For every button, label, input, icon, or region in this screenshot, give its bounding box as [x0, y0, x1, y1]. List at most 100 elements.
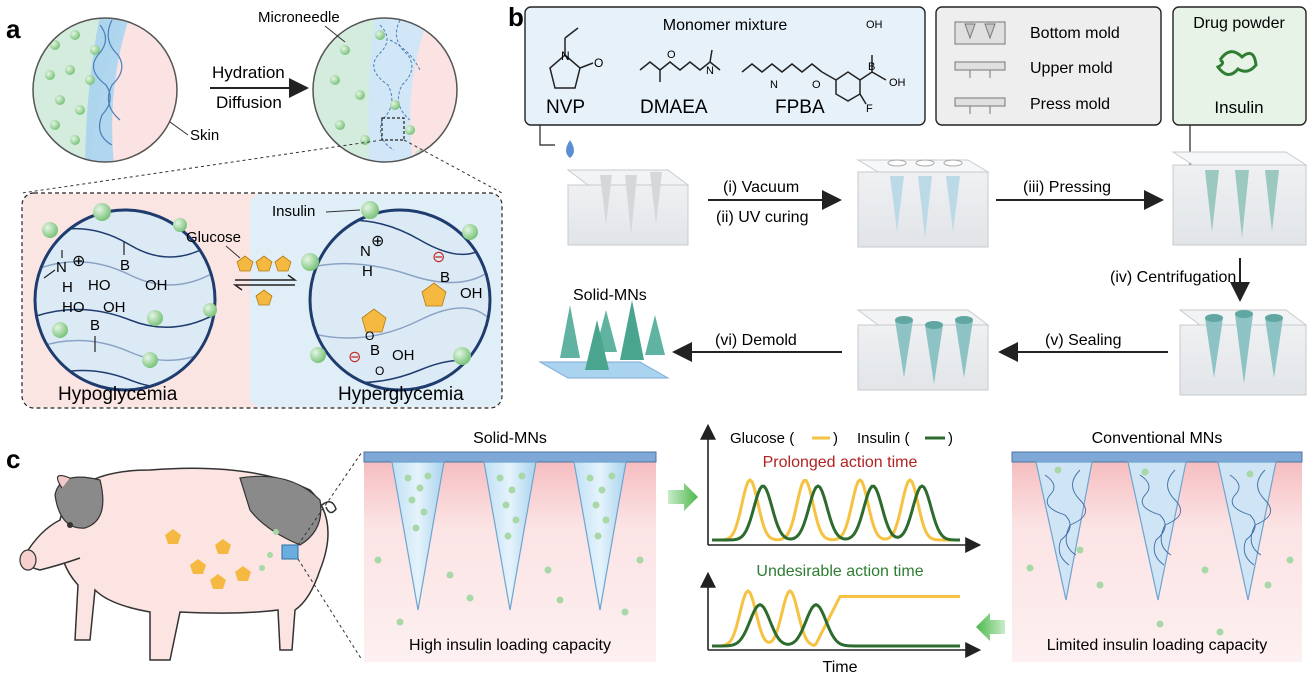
- svg-text:⊕: ⊕: [371, 233, 384, 250]
- mold-stage-5: [856, 309, 990, 391]
- svg-text:HO: HO: [88, 277, 111, 294]
- dmaea-structure: [639, 49, 721, 82]
- svg-text:N: N: [360, 243, 371, 260]
- solid-mns-label-b: Solid-MNs: [573, 287, 647, 304]
- legend-glucose: Glucose (: [730, 430, 794, 447]
- arrow-to-chart-bottom: [976, 613, 1005, 641]
- mold-press-label: Press mold: [1030, 96, 1110, 113]
- mold-upper-label: Upper mold: [1030, 60, 1113, 77]
- conventional-mns-title: Conventional MNs: [1092, 430, 1223, 447]
- svg-text:B: B: [120, 257, 130, 274]
- conventional-mns-caption: Limited insulin loading capacity: [1047, 637, 1268, 654]
- panel-label-b: b: [508, 2, 524, 32]
- dmaea-n: N: [706, 65, 714, 77]
- insulin-label: Insulin: [272, 203, 315, 220]
- legend-insulin: Insulin (: [857, 430, 910, 447]
- step-vacuum: (i) Vacuum: [723, 179, 799, 196]
- svg-text:H: H: [362, 263, 373, 280]
- fpba-b: B: [868, 61, 875, 73]
- step-uv: (ii) UV curing: [716, 209, 808, 226]
- svg-text:OH: OH: [392, 347, 415, 364]
- step-pressing: (iii) Pressing: [1023, 179, 1111, 196]
- fpba-f: F: [866, 103, 873, 115]
- insulin-curve-bottom: [712, 603, 960, 648]
- nvp-label: NVP: [546, 97, 585, 118]
- svg-text:⊖: ⊖: [432, 249, 445, 266]
- mold-stage-1: [566, 169, 690, 246]
- drug-title: Drug powder: [1193, 15, 1285, 32]
- solid-mns-caption: High insulin loading capacity: [409, 637, 611, 654]
- undesirable-label: Undesirable action time: [756, 563, 923, 580]
- skin-label: Skin: [190, 127, 219, 144]
- glucose-curve-top: [712, 477, 960, 542]
- step-demold: (vi) Demold: [715, 332, 797, 349]
- svg-text:⊕: ⊕: [72, 253, 85, 270]
- pig-illustration: [19, 467, 337, 661]
- prolonged-label: Prolonged action time: [763, 454, 918, 471]
- mold-icons: [954, 21, 1006, 114]
- fpba-o: O: [812, 79, 821, 91]
- solid-mns-skin: [363, 451, 657, 662]
- panel-label-a: a: [6, 14, 21, 44]
- solid-mn-patch: [538, 300, 670, 379]
- fpba-oh2: OH: [889, 77, 906, 89]
- time-axis-label: Time: [823, 659, 858, 676]
- droplet-icon: [566, 140, 574, 158]
- panel-label-c: c: [6, 444, 20, 474]
- insulin-protein-icon: [1215, 50, 1258, 76]
- svg-text:HO: HO: [62, 299, 85, 316]
- mold-stage-3: [1171, 151, 1308, 246]
- legend-glucose-close: ): [833, 430, 838, 447]
- drug-box: [1172, 6, 1307, 126]
- svg-text:N: N: [56, 259, 67, 276]
- mold-bottom-label: Bottom mold: [1030, 25, 1120, 42]
- monomer-box: [524, 6, 926, 126]
- dmaea-o: O: [667, 49, 676, 61]
- diffusion-label: Diffusion: [216, 93, 282, 112]
- chart-undesirable: [700, 571, 982, 658]
- solid-mns-title-c: Solid-MNs: [473, 430, 547, 447]
- svg-text:O: O: [365, 329, 374, 343]
- conventional-mns-skin: [1011, 451, 1303, 662]
- skin-interface-before: [33, 18, 177, 162]
- glucose-curve-bottom: [712, 589, 960, 648]
- svg-text:B: B: [90, 317, 100, 334]
- step-sealing: (v) Sealing: [1045, 332, 1121, 349]
- step-centrifugation: (iv) Centrifugation: [1110, 269, 1236, 286]
- arrow-to-chart-top: [668, 483, 698, 511]
- svg-text:H: H: [62, 279, 73, 296]
- hypoglycemia-network: [33, 203, 217, 392]
- hydration-label: Hydration: [212, 63, 285, 82]
- hypo-chemistry: N ⊕ H B HO OH B HO OH: [43, 242, 168, 352]
- legend-insulin-close: ): [948, 430, 953, 447]
- fpba-oh1: OH: [866, 19, 883, 31]
- fpba-n: N: [770, 79, 778, 91]
- nvp-structure: [549, 27, 594, 89]
- svg-text:B: B: [440, 269, 450, 286]
- hyperglycemia-network: [301, 201, 492, 392]
- nvp-n: N: [561, 49, 570, 63]
- hypoglycemia-label: Hypoglycemia: [58, 384, 178, 405]
- svg-text:OH: OH: [460, 285, 483, 302]
- svg-text:OH: OH: [145, 277, 168, 294]
- insulin-curve-top: [712, 484, 960, 542]
- zoom-box: [381, 117, 405, 141]
- glucose-molecules: [236, 255, 292, 306]
- fpba-structure: [741, 55, 887, 105]
- fpba-label: FPBA: [775, 97, 825, 118]
- dmaea-label: DMAEA: [640, 97, 708, 118]
- svg-text:OH: OH: [103, 299, 126, 316]
- chart-prolonged: [700, 423, 982, 553]
- hyperglycemia-label: Hyperglycemia: [338, 384, 464, 405]
- equilibrium-arrows: [232, 274, 298, 291]
- mold-stage-2: [856, 159, 990, 248]
- skin-interface-after: [313, 18, 457, 162]
- svg-text:⊖: ⊖: [348, 349, 361, 366]
- monomer-title: Monomer mixture: [663, 17, 788, 34]
- drug-name: Insulin: [1214, 98, 1263, 117]
- svg-text:O: O: [375, 364, 384, 378]
- microneedle-label: Microneedle: [258, 9, 340, 26]
- svg-text:B: B: [370, 342, 380, 359]
- nvp-o: O: [594, 56, 603, 70]
